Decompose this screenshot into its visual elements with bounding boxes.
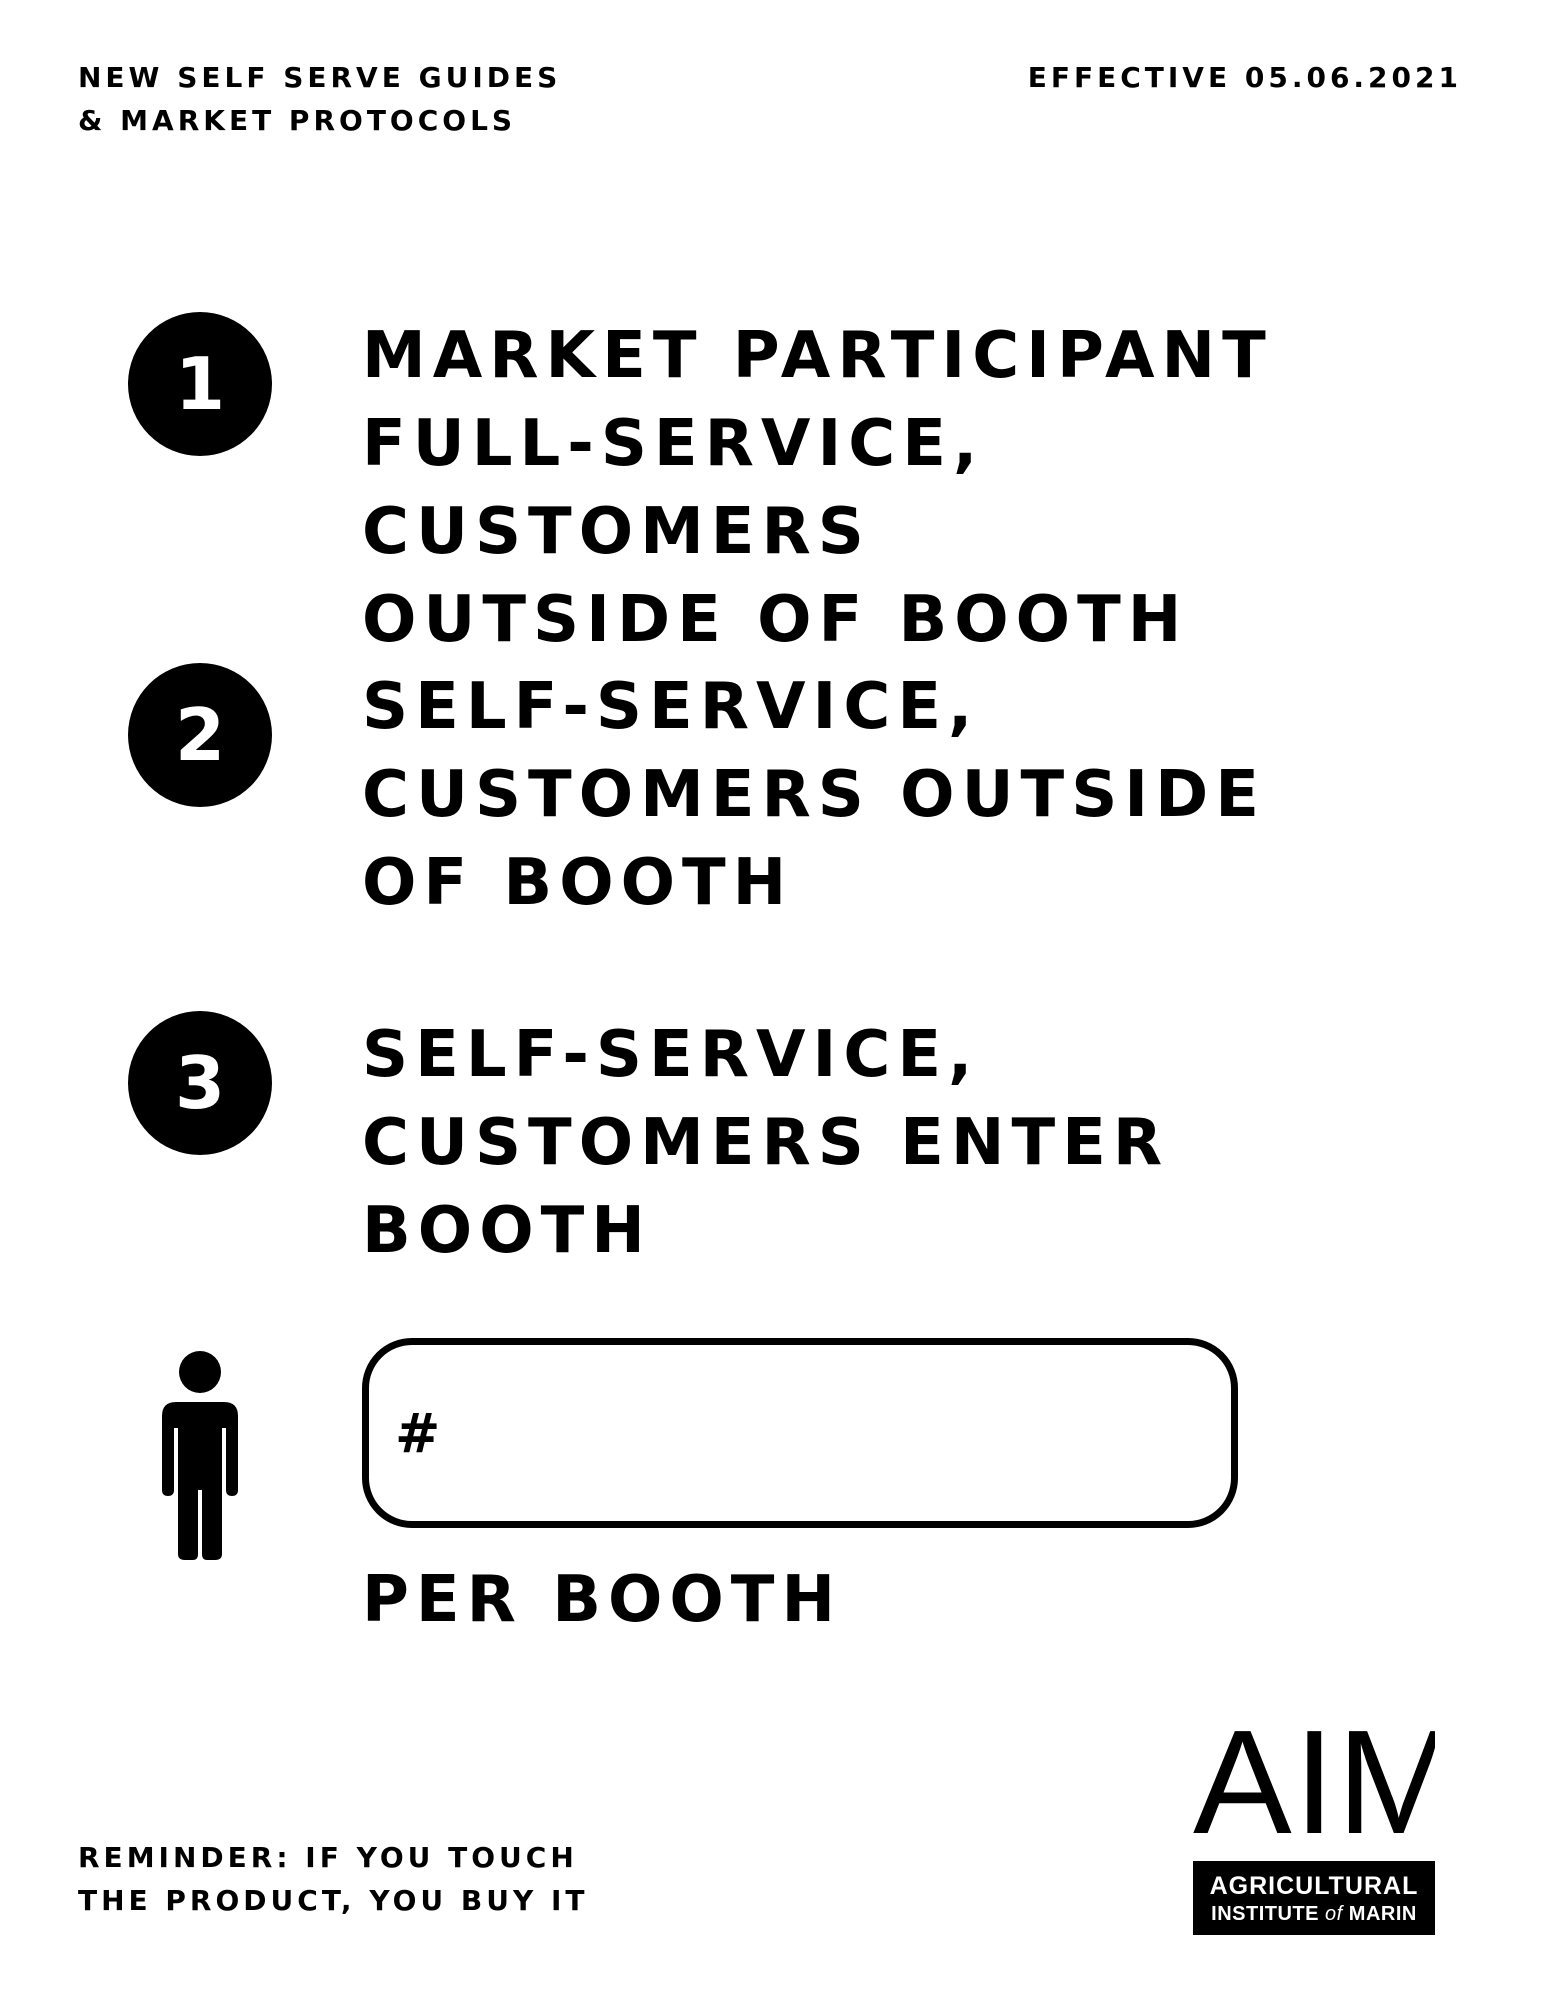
per-booth-caption: PER BOOTH <box>362 1563 842 1637</box>
step-number-badge: 1 <box>128 312 272 456</box>
header-title: NEW SELF SERVE GUIDES & MARKET PROTOCOLS <box>78 61 562 137</box>
step-label: SELF-SERVICE, CUSTOMERS ENTER BOOTH <box>362 1018 1170 1268</box>
step-label: SELF-SERVICE, CUSTOMERS OUTSIDE OF BOOTH <box>362 670 1266 920</box>
logo-name-plate: AGRICULTURAL INSTITUTE of MARIN <box>1193 1861 1435 1935</box>
logo-line-2: INSTITUTE of MARIN <box>1201 1901 1427 1927</box>
logo-line-1: AGRICULTURAL <box>1209 1872 1419 1900</box>
logo-line-2-part-a: INSTITUTE <box>1211 1903 1326 1925</box>
person-icon <box>162 1351 238 1560</box>
logo-line-2-part-b: MARIN <box>1342 1903 1417 1925</box>
step-number-badge: 3 <box>128 1011 272 1155</box>
step-label: MARKET PARTICIPANT FULL-SERVICE, CUSTOME… <box>362 319 1273 657</box>
step-number-badge: 2 <box>128 663 272 807</box>
count-field-label: # <box>395 1402 441 1465</box>
booth-capacity-field: # <box>362 1338 1238 1528</box>
logo-mark: AIM <box>1193 1727 1435 1841</box>
effective-date: EFFECTIVE 05.06.2021 <box>1027 61 1462 94</box>
reminder-note: REMINDER: IF YOU TOUCH THE PRODUCT, YOU … <box>78 1841 589 1917</box>
logo-line-2-of: of <box>1325 1903 1343 1925</box>
aim-logo: AIM AGRICULTURAL INSTITUTE of MARIN <box>1193 1727 1435 1935</box>
